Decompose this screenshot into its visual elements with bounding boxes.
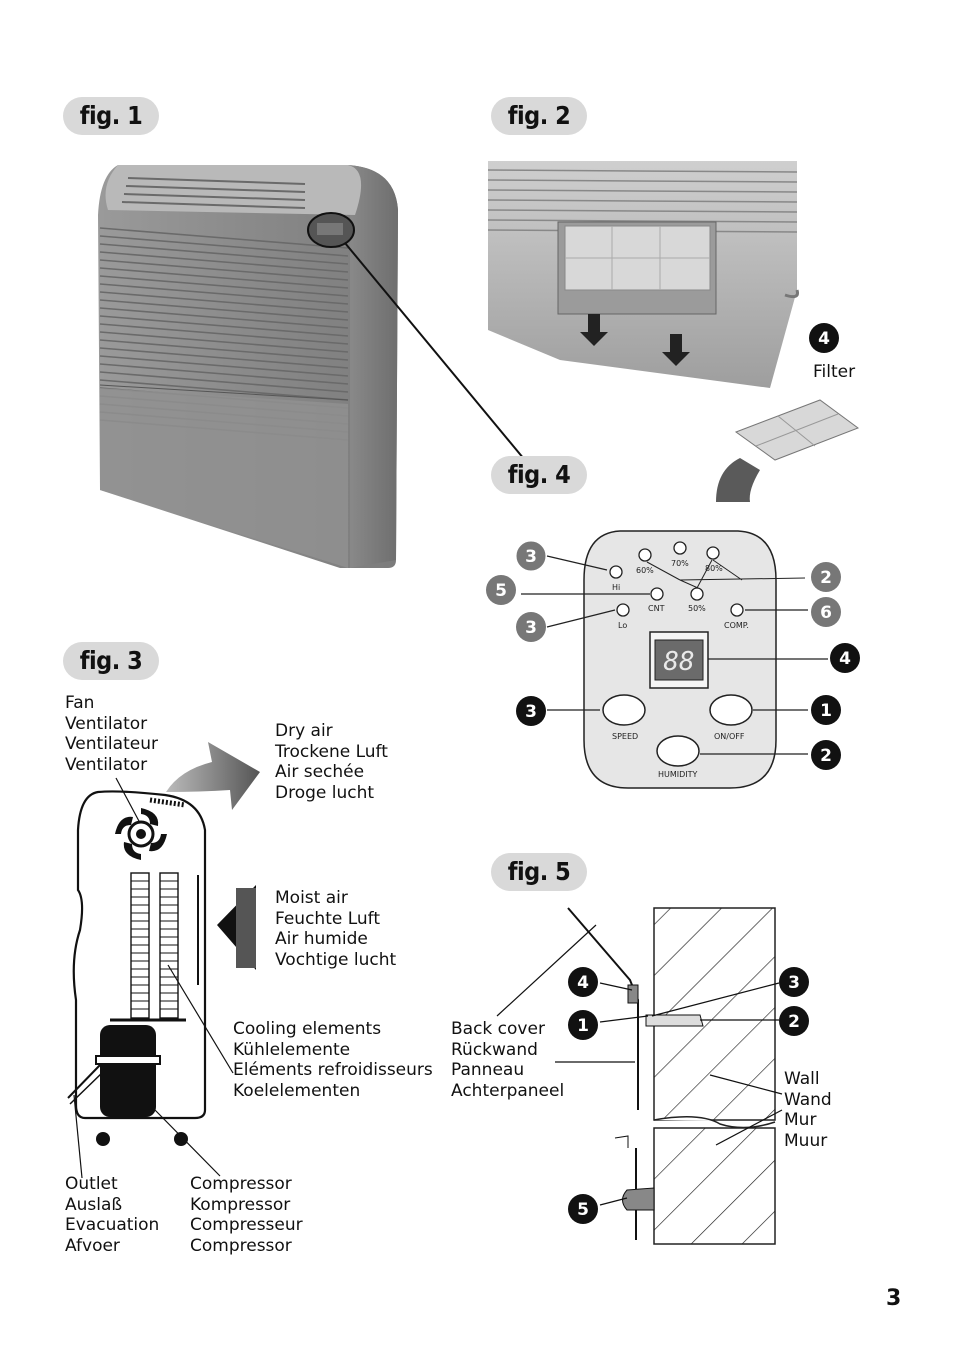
svg-text:2: 2 bbox=[820, 746, 832, 766]
humidity-button-label: HUMIDITY bbox=[658, 770, 698, 779]
fig2-filter-label: Filter bbox=[813, 362, 856, 382]
fig4-badge-left-top: 3 bbox=[515, 540, 547, 572]
fig4-badge-right-top: 2 bbox=[811, 562, 841, 592]
light-label-70: 70% bbox=[671, 559, 689, 568]
svg-text:4: 4 bbox=[839, 649, 851, 669]
fig1-dehumidifier-illustration bbox=[98, 165, 525, 568]
svg-text:1: 1 bbox=[577, 1016, 589, 1036]
light-label-hi: Hi bbox=[612, 583, 620, 592]
light-label-lo: Lo bbox=[618, 621, 627, 630]
fig4-badge-right-comp: 6 bbox=[811, 597, 841, 627]
fig2-filter-illustration bbox=[487, 161, 860, 502]
svg-text:2: 2 bbox=[788, 1012, 800, 1032]
svg-text:4: 4 bbox=[577, 973, 589, 993]
fig5-title: fig. 5 bbox=[491, 853, 587, 891]
svg-text:5: 5 bbox=[495, 581, 507, 601]
fig5-badge-3: 3 bbox=[779, 967, 809, 997]
onoff-button-label: ON/OFF bbox=[714, 732, 745, 741]
svg-text:3: 3 bbox=[788, 973, 800, 993]
svg-text:1: 1 bbox=[820, 701, 832, 721]
svg-text:3: 3 bbox=[525, 547, 537, 567]
digital-display-readout: 88 bbox=[663, 647, 694, 677]
light-label-cnt: CNT bbox=[648, 604, 665, 613]
fig3-title: fig. 3 bbox=[63, 642, 159, 680]
fig4-badge-left-mid: 5 bbox=[486, 575, 516, 605]
svg-text:5: 5 bbox=[577, 1200, 589, 1220]
fig4-badge-right-display: 4 bbox=[830, 643, 860, 673]
light-label-80: 80% bbox=[705, 564, 723, 573]
speed-button-label: SPEED bbox=[612, 732, 638, 741]
svg-text:4: 4 bbox=[818, 329, 830, 349]
fig4-badge-right-onoff: 1 bbox=[811, 695, 841, 725]
fig5-badge-5: 5 bbox=[568, 1194, 598, 1224]
svg-text:6: 6 bbox=[820, 603, 832, 623]
svg-text:3: 3 bbox=[525, 702, 537, 722]
fig5-badge-2: 2 bbox=[779, 1006, 809, 1036]
fig5-badge-1: 1 bbox=[568, 1010, 598, 1040]
light-label-50: 50% bbox=[688, 604, 706, 613]
page-number: 3 bbox=[886, 1286, 902, 1311]
fig3-airflow-diagram bbox=[67, 742, 260, 1179]
fig4-badge-right-humidity: 2 bbox=[811, 740, 841, 770]
fig4-title: fig. 4 bbox=[491, 456, 587, 494]
svg-text:2: 2 bbox=[820, 568, 832, 588]
fig5-wall-mounting-diagram bbox=[496, 907, 783, 1245]
fig2-badge-4: 4 bbox=[809, 323, 839, 353]
fig4-badge-left-low: 3 bbox=[516, 612, 546, 642]
fig4-badge-left-speed: 3 bbox=[516, 696, 546, 726]
light-label-60: 60% bbox=[636, 566, 654, 575]
fig5-badge-4: 4 bbox=[568, 967, 598, 997]
fig2-title: fig. 2 bbox=[491, 97, 587, 135]
svg-text:3: 3 bbox=[525, 618, 537, 638]
light-label-comp: COMP. bbox=[724, 621, 749, 630]
fig4-control-panel bbox=[521, 530, 828, 789]
fig1-title: fig. 1 bbox=[63, 97, 159, 135]
